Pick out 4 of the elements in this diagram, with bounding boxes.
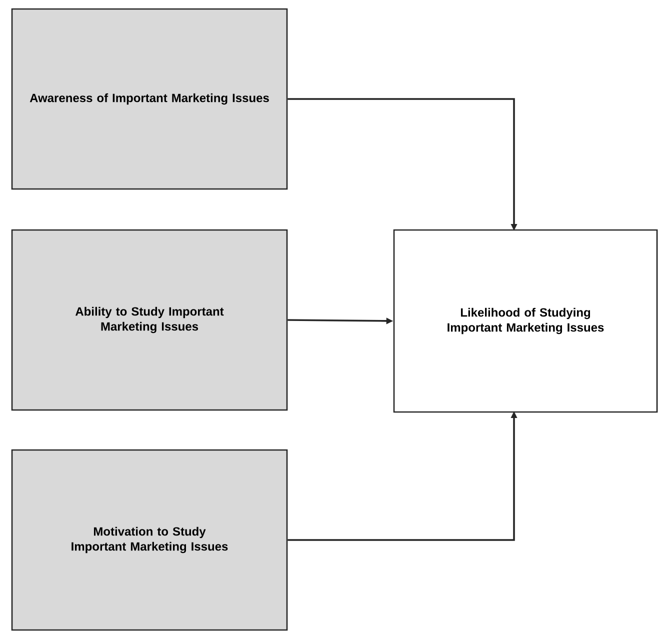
box: Awareness of Important Marketing Issues bbox=[11, 8, 288, 190]
box: Motivation to Study Important Marketing Issues bbox=[11, 449, 288, 631]
box: Ability to Study Important Marketing Issues bbox=[11, 229, 288, 411]
box: Likelihood of Studying Important Marketing Issues bbox=[393, 229, 658, 413]
